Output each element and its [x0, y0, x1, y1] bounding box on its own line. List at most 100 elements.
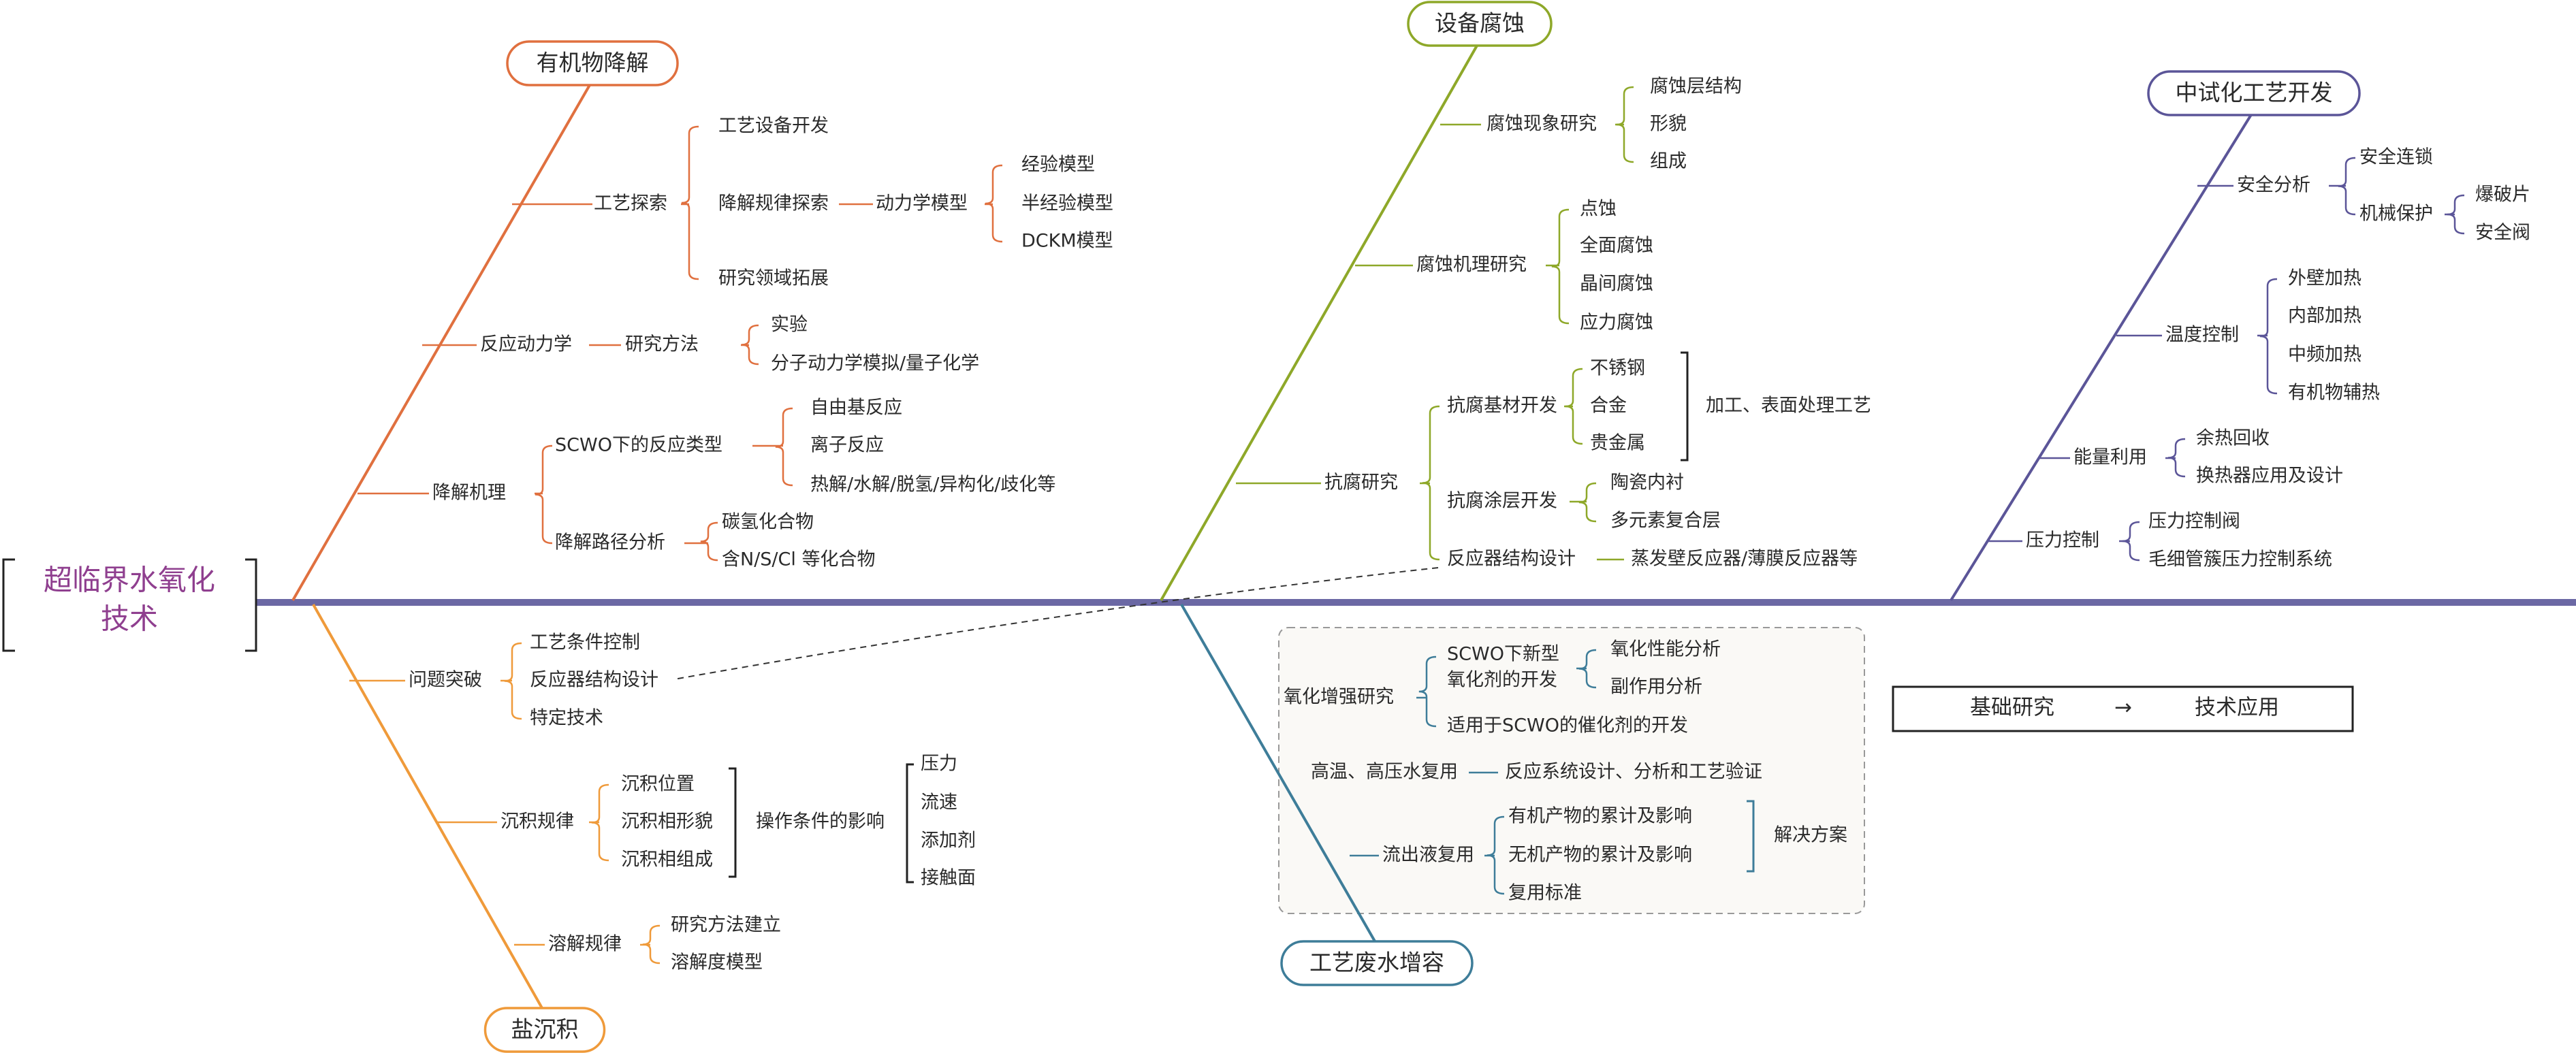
node-intergranular: 晶间腐蚀 — [1580, 274, 1653, 295]
node-experiment: 实验 — [771, 314, 808, 336]
topic-organic-degradation-label: 有机物降解 — [537, 50, 649, 76]
node-press-valve: 压力控制阀 — [2148, 511, 2240, 532]
node-int-heat: 内部加热 — [2288, 306, 2362, 327]
topic-wastewater-capacity: 工艺废水增容 — [1280, 940, 1474, 986]
node-reuse: 高温、高压水复用 — [1311, 762, 1458, 783]
node-mechanism: 降解机理 — [432, 483, 506, 504]
node-deposit-law: 沉积规律 — [500, 811, 574, 832]
node-free-radical: 自由基反应 — [810, 398, 902, 419]
node-thermal-etc: 热解/水解/脱氢/异构化/歧化等 — [810, 474, 1055, 496]
node-ox-perf: 氧化性能分析 — [1610, 639, 1721, 660]
node-org-acc: 有机产物的累计及影响 — [1508, 806, 1692, 827]
node-gy-equipment: 工艺设备开发 — [718, 116, 829, 137]
node-additive: 添加剂 — [921, 830, 976, 852]
node-rxn-kinetics: 反应动力学 — [480, 334, 572, 355]
topic-equipment-corrosion: 设备腐蚀 — [1407, 1, 1553, 47]
node-solution: 解决方案 — [1774, 825, 1847, 846]
topic-wastewater-capacity-label: 工艺废水增容 — [1309, 950, 1444, 976]
node-catalyst: 适用于SCWO的催化剂的开发 — [1447, 715, 1688, 736]
pilot-bone — [1950, 109, 2255, 602]
topic-pilot-process-frame — [2147, 70, 2361, 116]
brace-gy-explore — [681, 125, 699, 280]
node-method: 研究方法 — [625, 334, 699, 355]
node-ext-heat: 外壁加热 — [2288, 268, 2362, 289]
topic-organic-degradation: 有机物降解 — [506, 40, 679, 86]
node-md-qc: 分子动力学模拟/量子化学 — [771, 353, 979, 374]
node-hydrocarbon: 碳氢化合物 — [722, 512, 814, 533]
node-safety: 安全分析 — [2237, 175, 2310, 196]
node-deg-law: 降解规律探索 — [718, 193, 829, 214]
node-mid-freq: 中频加热 — [2288, 344, 2362, 366]
node-method-build: 研究方法建立 — [671, 915, 781, 936]
topic-equipment-corrosion-frame — [1407, 1, 1553, 47]
node-rupture: 爆破片 — [2475, 184, 2530, 206]
node-phenomena: 腐蚀现象研究 — [1486, 114, 1597, 135]
wastewater-bone — [1180, 604, 1378, 945]
node-substrate: 抗腐基材开发 — [1447, 395, 1557, 417]
legend-tech-application: 技术应用 — [2195, 696, 2279, 720]
root-title-line2: 技术 — [101, 602, 158, 636]
root-bracket-left — [2, 558, 15, 652]
wastewater-dashed-box — [1278, 627, 1865, 914]
bracket-effluent — [1747, 800, 1755, 873]
root-bracket-right — [245, 558, 257, 652]
node-anti: 抗腐研究 — [1324, 472, 1398, 493]
bracket-op-effect — [906, 763, 914, 884]
legend-arrow: → — [2114, 696, 2132, 720]
topic-equipment-corrosion-label: 设备腐蚀 — [1435, 10, 1525, 37]
organic-bone — [291, 80, 594, 601]
node-semi-empirical: 半经验模型 — [1021, 193, 1113, 214]
node-morph: 形貌 — [1650, 114, 1687, 135]
node-special-tech: 特定技术 — [530, 708, 603, 729]
bracket-deposit — [729, 767, 737, 878]
node-nsc: 含N/S/Cl 等化合物 — [722, 549, 875, 570]
node-solubility-model: 溶解度模型 — [671, 952, 763, 973]
node-path-analysis: 降解路径分析 — [555, 532, 665, 553]
topic-wastewater-capacity-frame — [1280, 940, 1474, 986]
node-waste-heat: 余热回收 — [2196, 428, 2270, 449]
node-multi: 多元素复合层 — [1610, 511, 1721, 532]
legend-basic-research: 基础研究 — [1970, 696, 2054, 720]
node-empirical: 经验模型 — [1021, 155, 1095, 176]
brace-rxn-types — [775, 407, 793, 487]
node-press-ctrl: 压力控制 — [2026, 530, 2099, 551]
legend-box — [1892, 685, 2354, 732]
node-deposit-comp: 沉积相组成 — [621, 849, 713, 871]
root-title-line1: 超临界水氧化 — [44, 564, 215, 597]
node-processing: 加工、表面处理工艺 — [1706, 395, 1871, 417]
topic-salt-deposition-frame — [483, 1007, 606, 1053]
node-enhance: 氧化增强研究 — [1284, 687, 1394, 708]
node-deposit-morph: 沉积相形貌 — [621, 811, 713, 832]
bracket-substrate — [1681, 351, 1689, 461]
node-temp: 温度控制 — [2165, 325, 2239, 346]
node-process-ctrl: 工艺条件控制 — [530, 632, 640, 653]
node-kinetic-model: 动力学模型 — [876, 193, 968, 214]
node-mech-prot: 机械保护 — [2359, 204, 2433, 225]
node-dissolve-law: 溶解规律 — [548, 934, 622, 955]
node-op-effect: 操作条件的影响 — [756, 811, 885, 832]
node-reuse-detail: 反应系统设计、分析和工艺验证 — [1505, 762, 1762, 783]
node-reactor-types: 蒸发壁反应器/薄膜反应器等 — [1631, 549, 1858, 570]
node-general: 全面腐蚀 — [1580, 236, 1653, 257]
node-org-aux: 有机物辅热 — [2288, 383, 2380, 404]
topic-organic-degradation-frame — [506, 40, 679, 86]
node-corrosion-reactor: 反应器结构设计 — [1447, 549, 1576, 570]
node-coating: 抗腐涂层开发 — [1447, 491, 1557, 512]
node-new-oxidant-line1: SCWO下新型 — [1447, 644, 1559, 665]
brace-enhance — [1418, 655, 1437, 728]
node-capillary: 毛细管簇压力控制系统 — [2148, 549, 2332, 570]
node-stress: 应力腐蚀 — [1580, 312, 1653, 334]
node-pressure: 压力 — [921, 754, 957, 775]
node-alloy: 合金 — [1590, 395, 1627, 417]
node-hx: 换热器应用及设计 — [2196, 466, 2343, 487]
node-effluent: 流出液复用 — [1382, 845, 1474, 866]
node-mech: 腐蚀机理研究 — [1416, 255, 1527, 276]
brace-mechanism — [535, 444, 553, 545]
node-noble: 贵金属 — [1590, 433, 1645, 454]
node-safety-valve: 安全阀 — [2475, 223, 2530, 244]
node-dckm: DCKM模型 — [1021, 231, 1113, 252]
node-rxn-types: SCWO下的反应类型 — [555, 435, 722, 456]
brace-mech — [1551, 208, 1570, 325]
brace-path — [700, 521, 718, 562]
